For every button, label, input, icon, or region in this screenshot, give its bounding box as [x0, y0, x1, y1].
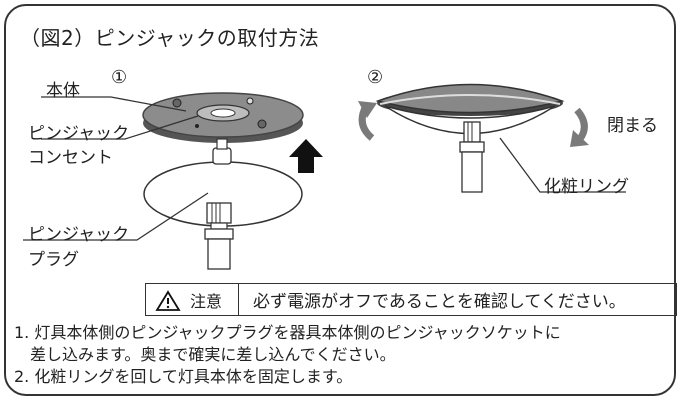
push-up-arrow-icon — [289, 139, 323, 173]
leader-lines — [23, 96, 626, 241]
label-close: 閉まる — [607, 116, 658, 136]
label-body: 本体 — [46, 81, 80, 101]
figure-title: （図2）ピンジャックの取付方法 — [20, 26, 320, 50]
warning-icon — [155, 290, 181, 311]
rotate-left-arrow-icon — [358, 101, 377, 141]
label-pinjack-plug-2: プラグ — [28, 250, 79, 270]
label-pinjack-outlet-2: コンセント — [28, 148, 113, 168]
assembled-fixture — [375, 83, 565, 193]
rotate-right-arrow-icon — [570, 107, 589, 147]
label-pinjack-plug-1: ピンジャック — [28, 225, 130, 245]
step1-marker: ① — [111, 67, 128, 88]
pinjack-plug-left — [204, 138, 234, 270]
label-pinjack-outlet-1: ピンジャック — [28, 124, 130, 144]
step2-marker: ② — [367, 67, 384, 88]
label-cosmetic-ring: 化粧リング — [544, 177, 629, 197]
step-line-2: 差し込みます。奥まで確実に差し込んでください。 — [14, 345, 396, 364]
caution-box: 注意 必ず電源がオフであることを確認してください。 — [145, 283, 677, 316]
step-line-3: 2. 化粧リングを回して灯具本体を固定します。 — [14, 367, 353, 386]
caution-heading-cell: 注意 — [146, 284, 239, 315]
caution-heading: 注意 — [189, 291, 222, 311]
caution-text: 必ず電源がオフであることを確認してください。 — [253, 292, 626, 312]
figure-frame — [4, 4, 676, 396]
fixture-body-disc — [142, 92, 304, 143]
step-line-1: 1. 灯具本体側のピンジャックプラグを器具本体側のピンジャックソケットに — [14, 323, 561, 342]
instruction-steps: 1. 灯具本体側のピンジャックプラグを器具本体側のピンジャックソケットに 差し込… — [14, 322, 561, 388]
